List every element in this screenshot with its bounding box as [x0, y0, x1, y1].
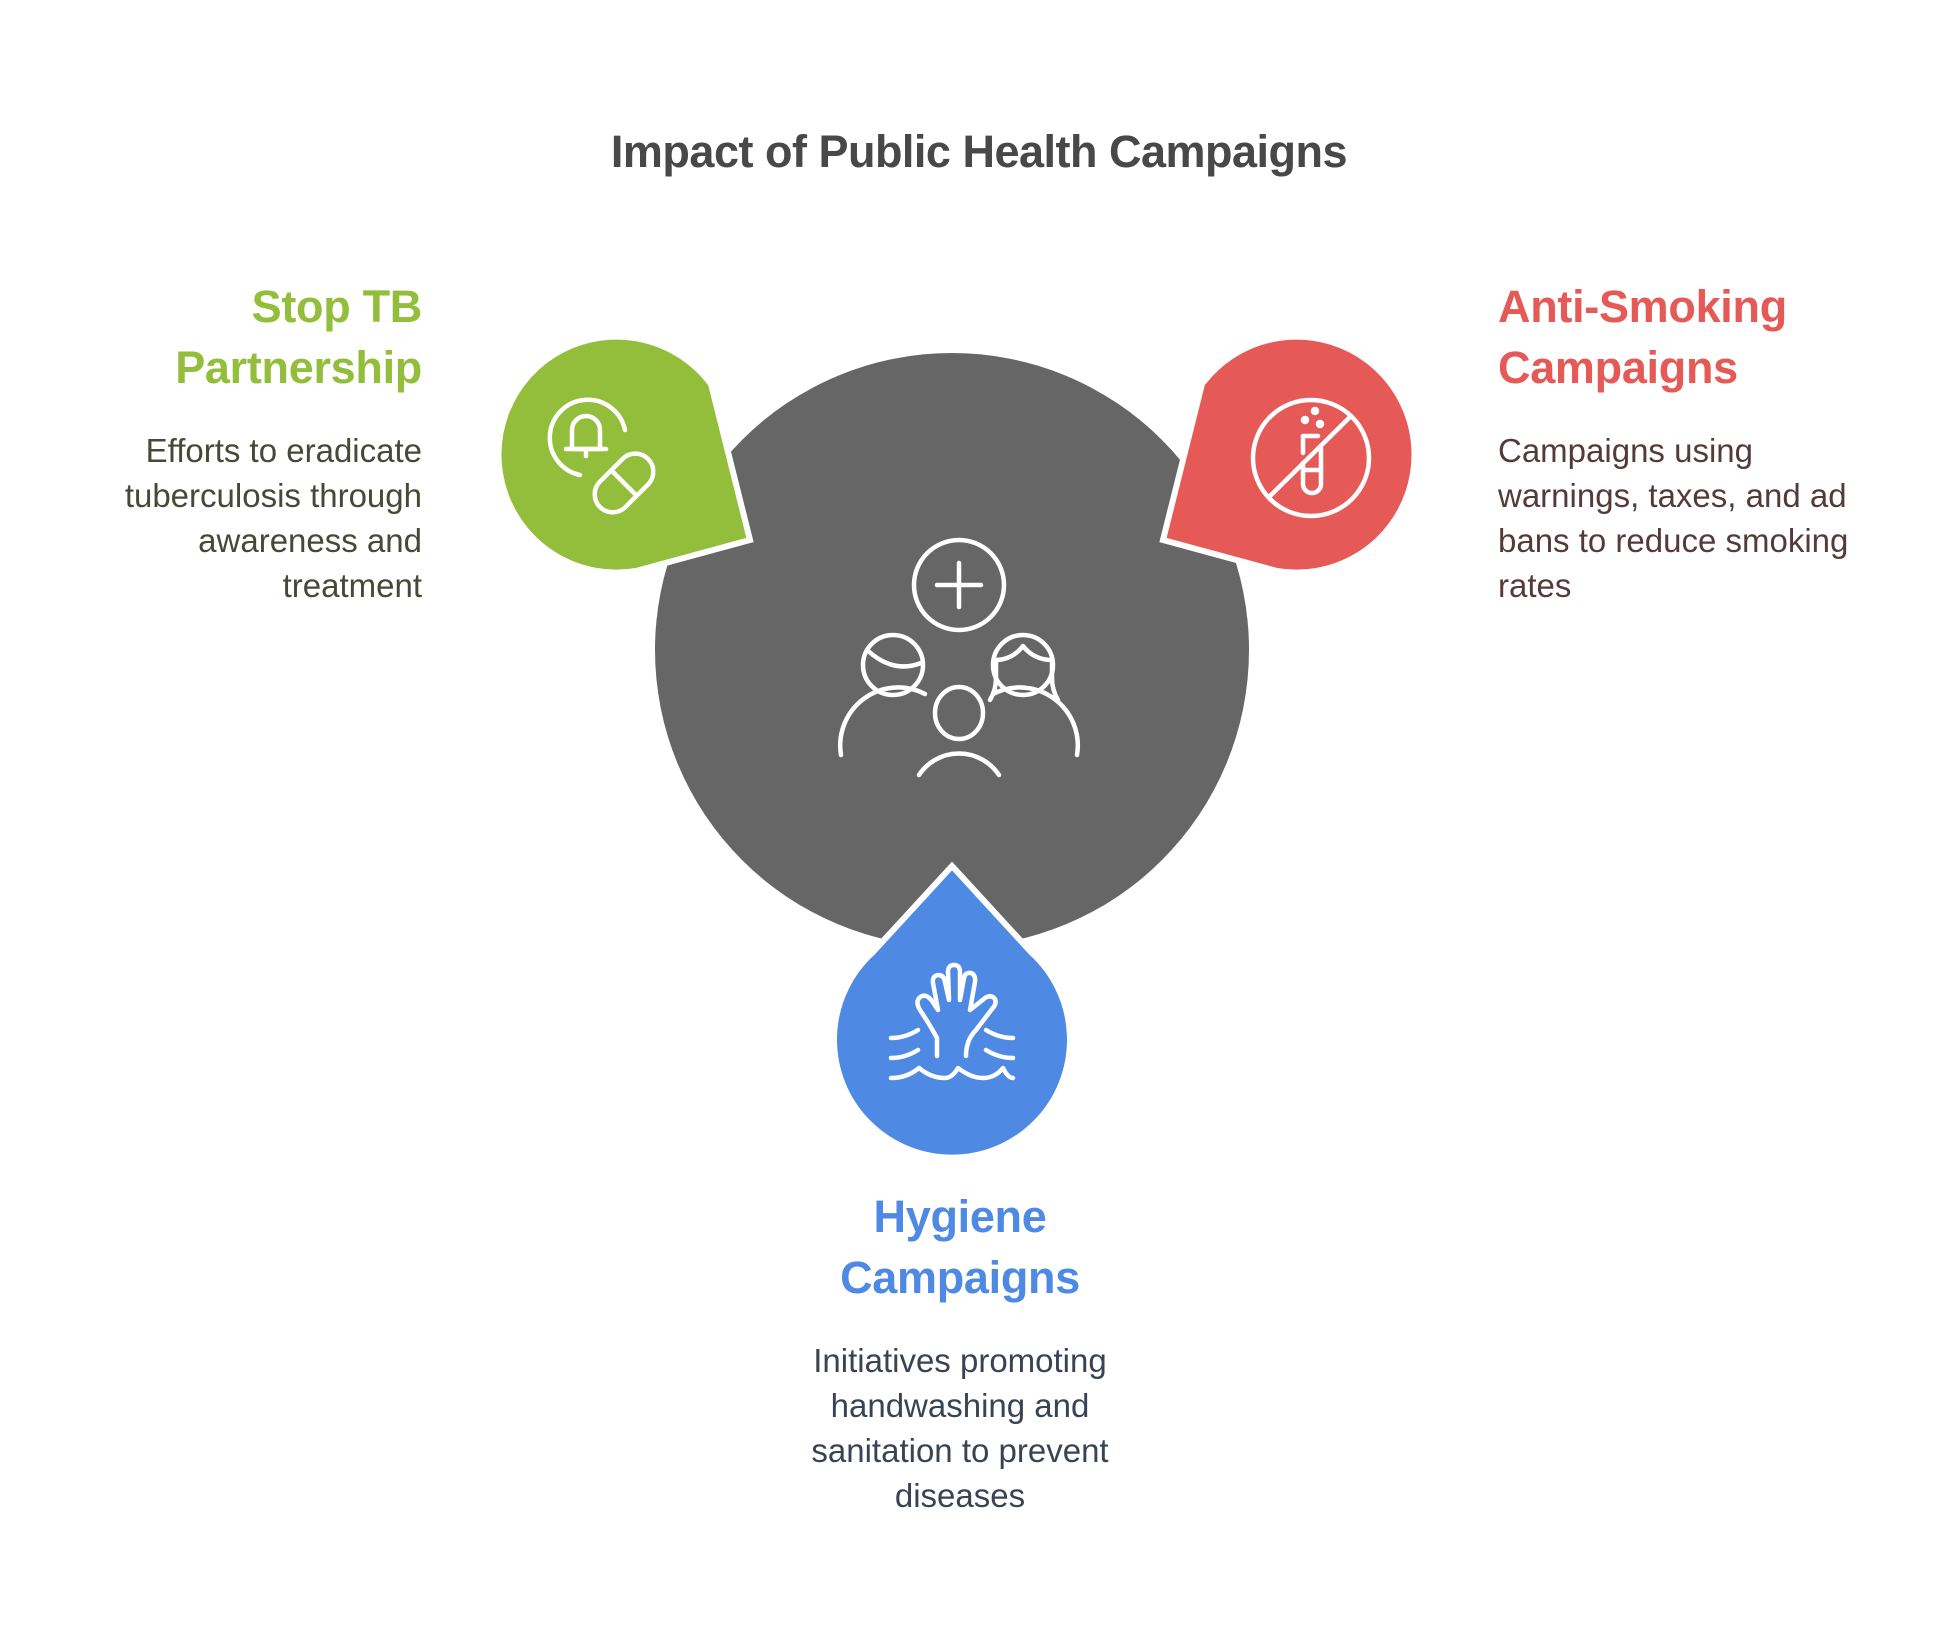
heading-line: Hygiene — [873, 1191, 1047, 1242]
bell-pill-icon — [547, 397, 656, 515]
description-line: Campaigns using — [1498, 432, 1753, 469]
heading-line: Stop TB — [251, 281, 423, 332]
hygiene-heading: Hygiene Campaigns — [700, 1186, 1220, 1308]
anti-smoking-drop — [1159, 333, 1418, 576]
anti-smoking-block: Anti-Smoking Campaigns Campaigns using w… — [1498, 276, 1938, 608]
diagram-title: Impact of Public Health Campaigns — [610, 126, 1348, 177]
description-line: diseases — [894, 1477, 1026, 1514]
hygiene-drop — [831, 861, 1073, 1161]
stop-tb-heading: Stop TB Partnership — [60, 276, 422, 398]
description-line: rates — [1498, 567, 1572, 604]
description-line: bans to reduce smoking — [1498, 522, 1849, 559]
heading-line: Campaigns — [840, 1252, 1080, 1303]
description-line: treatment — [282, 567, 422, 604]
description-line: awareness and — [198, 522, 422, 559]
hygiene-description: Initiatives promoting handwashing and sa… — [700, 1338, 1220, 1518]
stop-tb-description: Efforts to eradicate tuberculosis throug… — [60, 428, 422, 608]
anti-smoking-heading: Anti-Smoking Campaigns — [1498, 276, 1938, 398]
heading-line: Anti-Smoking — [1498, 281, 1787, 332]
stop-tb-block: Stop TB Partnership Efforts to eradicate… — [60, 276, 422, 608]
hygiene-block: Hygiene Campaigns Initiatives promoting … — [700, 1186, 1220, 1518]
description-line: Initiatives promoting — [813, 1342, 1107, 1379]
center-circle — [655, 353, 1249, 947]
description-line: warnings, taxes, and ad — [1498, 477, 1847, 514]
description-line: tuberculosis through — [124, 477, 422, 514]
heading-line: Partnership — [175, 342, 422, 393]
no-test-tube-icon — [1250, 397, 1372, 519]
description-line: sanitation to prevent — [811, 1432, 1109, 1469]
heading-line: Campaigns — [1498, 342, 1738, 393]
stop-tb-drop — [495, 333, 754, 576]
community-health-icon — [838, 537, 1080, 778]
hand-in-water-icon — [888, 962, 1016, 1081]
anti-smoking-description: Campaigns using warnings, taxes, and ad … — [1498, 428, 1938, 608]
description-line: handwashing and — [830, 1387, 1090, 1424]
description-line: Efforts to eradicate — [145, 432, 422, 469]
